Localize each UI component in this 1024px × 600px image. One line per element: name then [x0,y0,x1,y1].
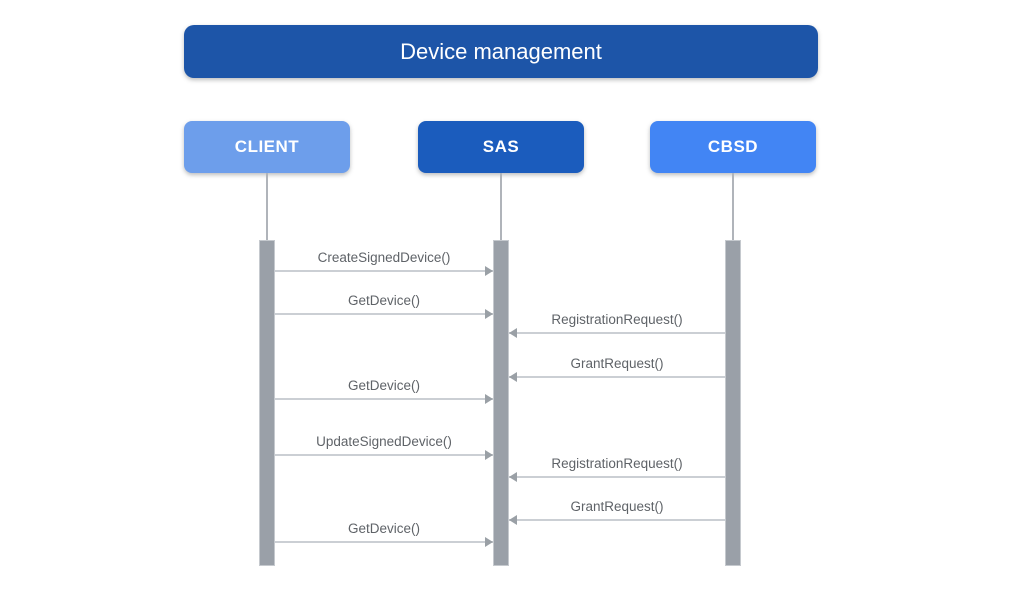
message-label: GetDevice() [347,293,420,308]
actor-box-client: CLIENT [184,121,350,173]
lifeline-cbsd [732,173,734,240]
activation-bar-sas [493,240,509,566]
arrowhead-left-icon [509,472,517,482]
arrowhead-left-icon [509,515,517,525]
actor-box-sas: SAS [418,121,584,173]
message-line [275,270,493,272]
arrowhead-left-icon [509,328,517,338]
arrowhead-right-icon [485,309,493,319]
message-line [509,332,725,334]
message-label: RegistrationRequest() [551,312,683,327]
diagram-title: Device management [400,38,602,64]
message-line [275,541,493,543]
arrowhead-right-icon [485,450,493,460]
message-label: GrantRequest() [570,499,664,514]
message-line [509,376,725,378]
arrowhead-right-icon [485,537,493,547]
message-line [275,454,493,456]
actor-box-cbsd: CBSD [650,121,816,173]
actor-label: SAS [482,137,520,156]
lifeline-sas [500,173,502,240]
message-line [509,476,725,478]
lifeline-client [266,173,268,240]
actor-label: CLIENT [234,137,300,156]
arrowhead-left-icon [509,372,517,382]
activation-bar-cbsd [725,240,741,566]
message-label: GetDevice() [347,521,420,536]
message-label: GetDevice() [347,378,420,393]
message-label: RegistrationRequest() [551,456,683,471]
message-label: UpdateSignedDevice() [316,434,452,449]
message-label: GrantRequest() [570,356,664,371]
diagram-title-bar: Device management [184,25,818,78]
message-line [275,398,493,400]
actor-label: CBSD [707,137,759,156]
message-line [509,519,725,521]
message-label: CreateSignedDevice() [317,250,451,265]
activation-bar-client [259,240,275,566]
arrowhead-right-icon [485,266,493,276]
message-line [275,313,493,315]
arrowhead-right-icon [485,394,493,404]
